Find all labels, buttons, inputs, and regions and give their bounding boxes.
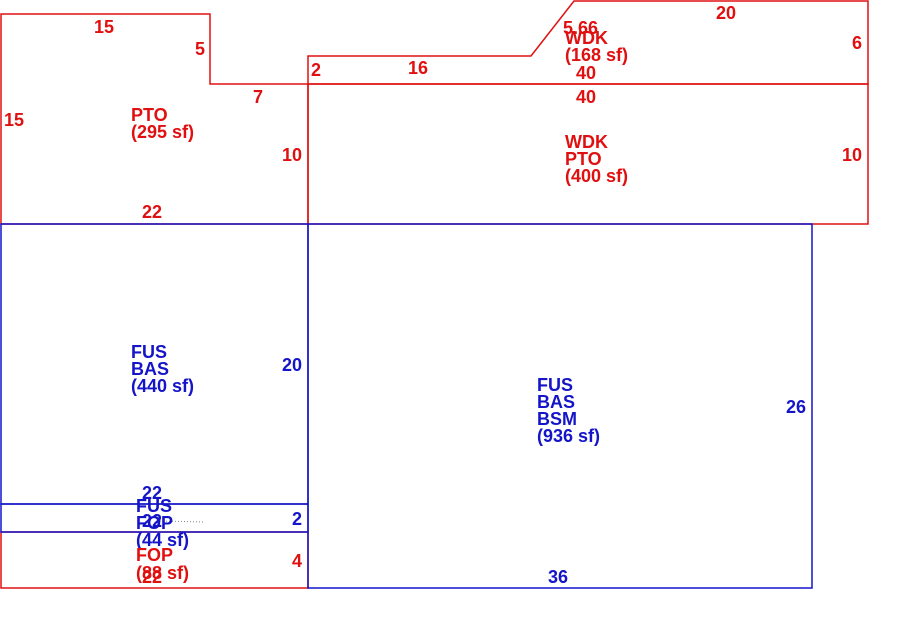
dim-pto-bottom: 22 <box>142 202 162 222</box>
area-label-fus-bas-left: FUS BAS (440 sf) <box>131 342 194 396</box>
dim-fop-bottom: 22 <box>142 567 162 587</box>
dim-bsm-right: 26 <box>786 397 806 417</box>
area-label-fus-fop: FUS FOP (44 sf) <box>136 496 189 550</box>
dim-wdk-left-stub: 2 <box>311 60 321 80</box>
dim-pto-right-side: 10 <box>282 145 302 165</box>
dim-wdk-diagonal: 5.66 <box>563 18 598 38</box>
area-label-wdk-top: WDK (168 sf) <box>565 28 628 65</box>
dim-fus-fop-right: 2 <box>292 509 302 529</box>
dim-wdk-inner: 40 <box>576 63 596 83</box>
area-label-fop: FOP (88 sf) <box>136 545 189 583</box>
dim-fus-left-bottom: 22 <box>142 483 162 503</box>
area-label-wdk-pto: WDK PTO (400 sf) <box>565 132 628 186</box>
dim-wdk-top: 20 <box>716 3 736 23</box>
dim-wdk-right: 6 <box>852 33 862 53</box>
dim-fop-right: 4 <box>292 551 302 571</box>
area-label-fus-bas-bsm: FUS BAS BSM (936 sf) <box>537 375 600 446</box>
dim-fus-fop-top-overlap: 22 <box>142 511 162 531</box>
dim-pto-step-vertical: 5 <box>195 39 205 59</box>
dim-pto-left-side: 15 <box>4 110 24 130</box>
dim-pto-top: 15 <box>94 17 114 37</box>
fus-bas-bsm-outline <box>307 223 813 589</box>
area-label-pto-left: PTO (295 sf) <box>131 105 194 142</box>
dim-fus-left-right-side: 20 <box>282 355 302 375</box>
dim-bsm-bottom: 36 <box>548 567 568 587</box>
dim-pto-step-horizontal: 7 <box>253 87 263 107</box>
dim-wdk-pto-right: 10 <box>842 145 862 165</box>
dim-wdk-bottom-run: 16 <box>408 58 428 78</box>
dim-wdk-pto-top: 40 <box>576 87 596 107</box>
